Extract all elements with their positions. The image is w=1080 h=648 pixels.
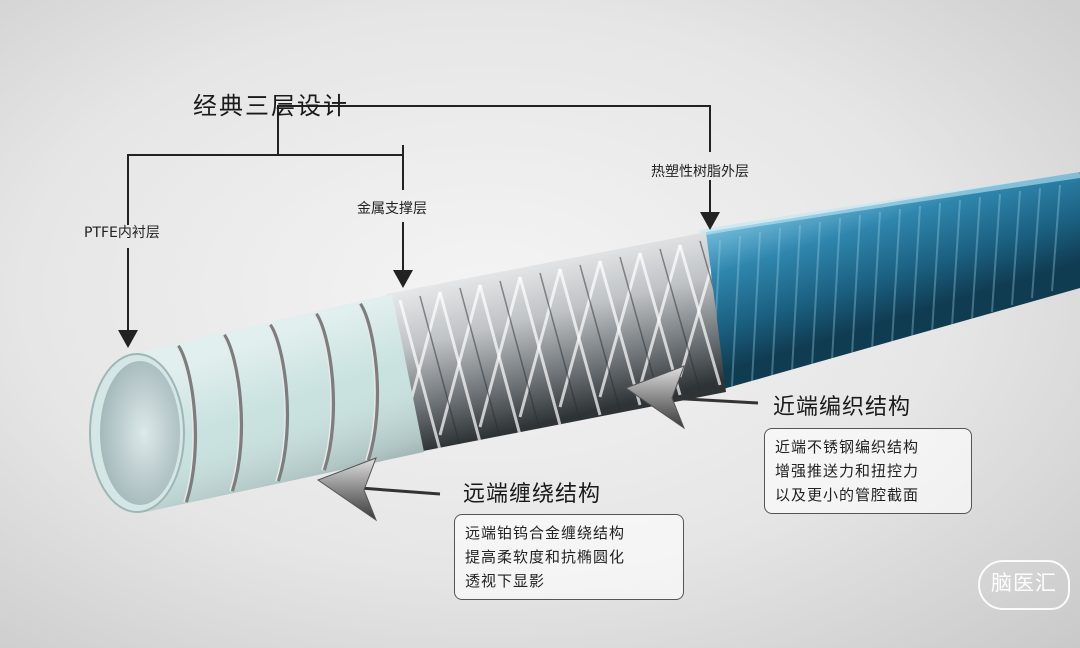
proximal-line: 近端不锈钢编织结构 <box>775 438 920 456</box>
inner-layer-label: PTFE内衬层 <box>84 225 160 241</box>
outer-layer-label: 热塑性树脂外层 <box>651 164 749 180</box>
proximal-description-box: 近端不锈钢编织结构 增强推送力和扭控力 以及更小的管腔截面 <box>764 428 972 514</box>
watermark-text: 脑医汇 <box>991 571 1057 595</box>
proximal-heading: 近端编织结构 <box>773 395 912 420</box>
metal-braid-segment <box>386 232 726 452</box>
metal-layer-label: 金属支撑层 <box>357 201 427 217</box>
distal-callout-arrow <box>316 457 441 522</box>
distal-heading: 远端缠绕结构 <box>463 482 602 507</box>
layer-pointer-arrows <box>118 212 720 348</box>
distal-line: 透视下显影 <box>465 572 546 590</box>
ptfe-liner-segment <box>89 294 424 513</box>
distal-line: 远端铂钨合金缠绕结构 <box>465 524 626 542</box>
distal-line: 提高柔软度和抗椭圆化 <box>465 548 626 566</box>
watermark-logo: 脑医汇 <box>978 560 1070 610</box>
outer-jacket-segment <box>699 172 1080 391</box>
diagram-title: 经典三层设计 <box>193 92 349 120</box>
proximal-callout-arrow <box>624 365 759 430</box>
proximal-line: 以及更小的管腔截面 <box>775 486 920 504</box>
distal-description-box: 远端铂钨合金缠绕结构 提高柔软度和抗椭圆化 透视下显影 <box>454 514 684 600</box>
layer-bracket <box>127 105 711 330</box>
proximal-line: 增强推送力和扭控力 <box>775 462 920 480</box>
